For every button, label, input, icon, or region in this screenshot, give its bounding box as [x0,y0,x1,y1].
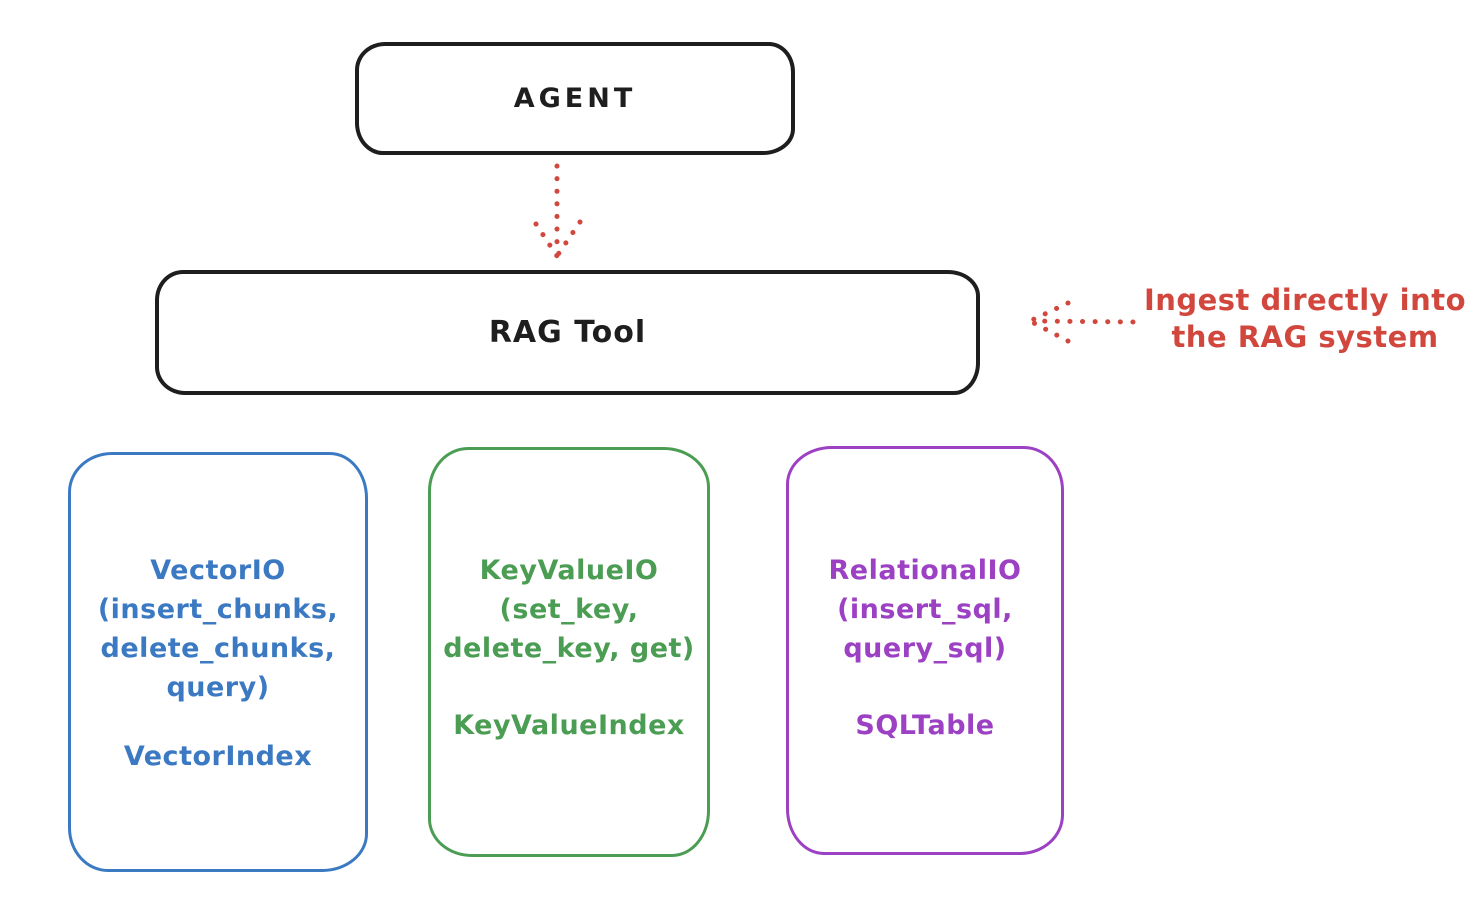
text-line: VectorIO [150,555,286,586]
vector-io-text: VectorIO (insert_chunks, delete_chunks, … [71,551,365,776]
arrow-left-head-icon [1027,300,1071,344]
ingest-annotation-line: Ingest directly into [1143,283,1467,317]
text-line: query) [166,672,270,703]
ingest-annotation: Ingest directly into the RAG system [1135,282,1475,356]
node-rag-tool[interactable]: RAG Tool [155,270,980,395]
node-relational-io[interactable]: RelationalIO (insert_sql, query_sql) SQL… [786,446,1064,855]
text-line: (insert_sql, [837,594,1013,625]
key-value-io-signature: KeyValueIO (set_key, delete_key, get) [431,551,707,668]
vector-io-signature: VectorIO (insert_chunks, delete_chunks, … [71,551,365,707]
text-line: RelationalIO [828,555,1022,586]
arrow-down-head-icon [533,219,583,259]
ingest-to-rag-arrow [1027,300,1136,344]
node-key-value-io[interactable]: KeyValueIO (set_key, delete_key, get) Ke… [428,447,710,857]
text-line: delete_chunks, [100,633,336,664]
rag-tool-label: RAG Tool [488,315,647,350]
sql-table-label: SQLTable [855,710,995,741]
relational-io-text: RelationalIO (insert_sql, query_sql) SQL… [789,551,1061,745]
text-line: (set_key, [499,594,639,625]
relational-io-signature: RelationalIO (insert_sql, query_sql) [789,551,1061,668]
agent-label: AGENT [513,83,637,114]
node-vector-io[interactable]: VectorIO (insert_chunks, delete_chunks, … [68,452,368,872]
agent-to-rag-arrow [533,163,583,259]
key-value-io-text: KeyValueIO (set_key, delete_key, get) Ke… [431,551,707,745]
text-line: query_sql) [843,633,1007,664]
node-agent[interactable]: AGENT [355,42,795,155]
text-line: KeyValueIO [479,555,659,586]
key-value-index-label: KeyValueIndex [453,710,685,741]
text-line: (insert_chunks, [97,594,339,625]
arrow-left-shaft [1031,318,1136,325]
text-line: delete_key, get) [443,633,695,664]
vector-index-label: VectorIndex [123,741,313,772]
ingest-annotation-line: the RAG system [1171,320,1439,354]
